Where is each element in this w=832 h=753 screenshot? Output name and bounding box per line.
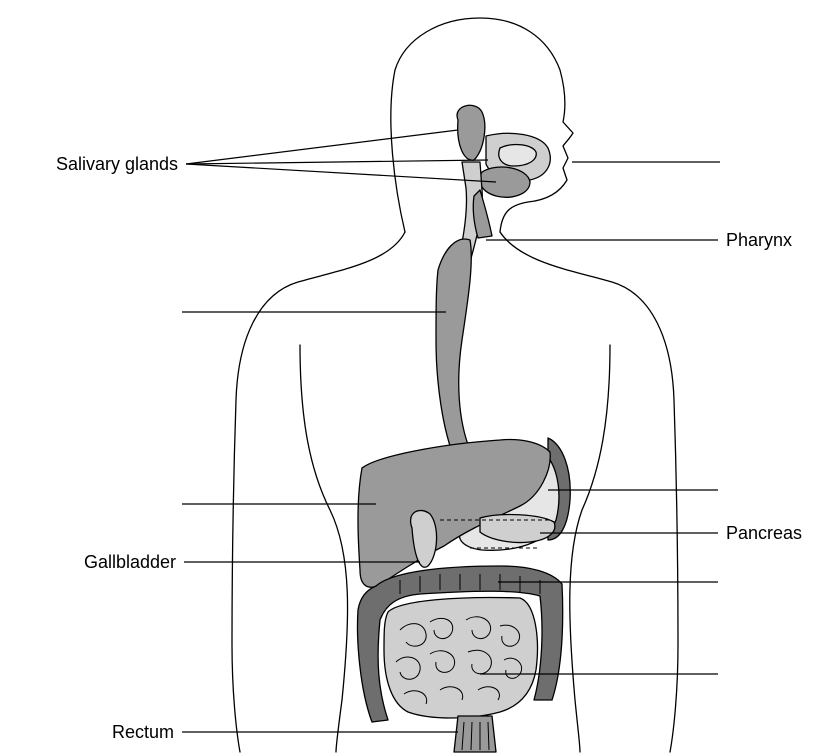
abdominal-organs-illustration (358, 438, 570, 587)
label-rectum: Rectum (112, 722, 174, 742)
label-gallbladder: Gallbladder (84, 552, 176, 572)
label-pancreas: Pancreas (726, 523, 802, 543)
salivary-leader-1 (186, 130, 458, 164)
intestines-illustration (358, 566, 563, 752)
label-pharynx: Pharynx (726, 230, 792, 250)
label-salivary-glands: Salivary glands (56, 154, 178, 174)
salivary-leader-3 (186, 164, 496, 182)
salivary-leader-2 (186, 160, 488, 164)
